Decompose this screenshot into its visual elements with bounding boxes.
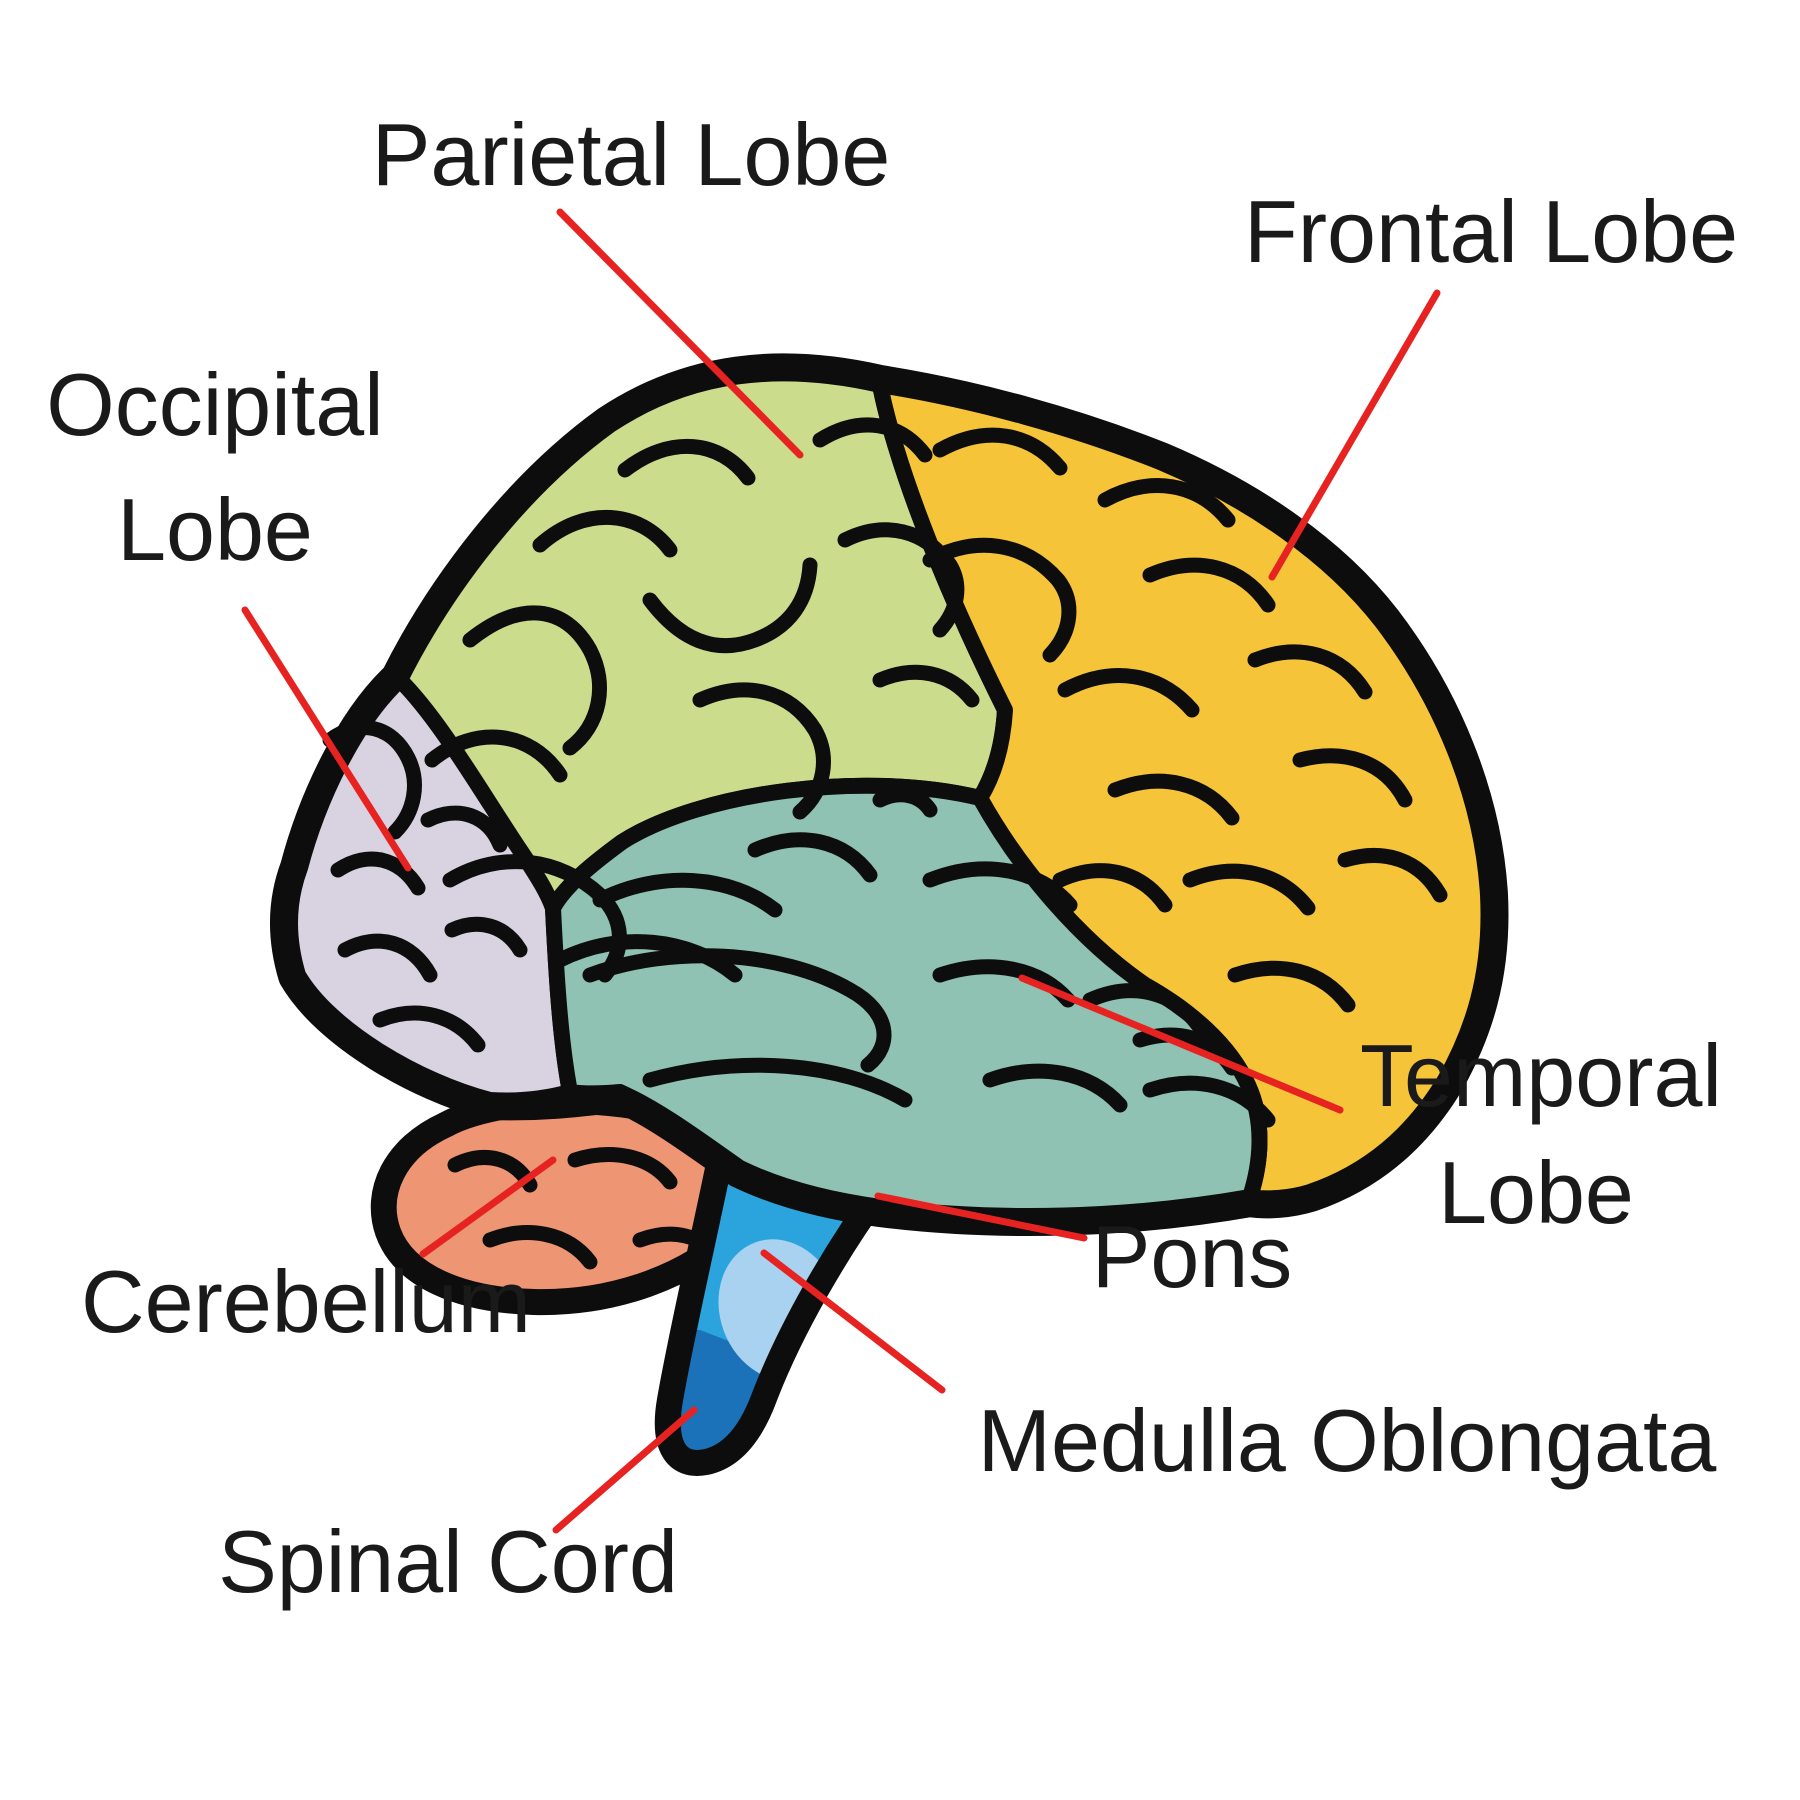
leader-frontal [1268, 289, 1441, 581]
label-medulla-oblongata: Medulla Oblongata [978, 1391, 1717, 1490]
leader-spinal [552, 1406, 698, 1534]
label-pons: Pons [1092, 1207, 1293, 1306]
label-spinal-cord: Spinal Cord [218, 1512, 678, 1611]
label-parietal-lobe: Parietal Lobe [372, 105, 891, 204]
leader-parietal [556, 208, 804, 459]
leader-pons [874, 1192, 1088, 1242]
leader-medulla [760, 1249, 946, 1394]
brainstem-outline [654, 1117, 903, 1476]
leader-cerebellum [419, 1156, 557, 1258]
occipital-sulci [322, 720, 528, 1053]
label-occipital-lobe-line2: Lobe [117, 480, 313, 579]
leader-occipital [241, 606, 412, 872]
label-occipital-lobe-line1: Occipital [46, 355, 383, 454]
parietal-sulci [424, 417, 980, 983]
frontal-sulci [922, 427, 1448, 1128]
label-temporal-lobe-line1: Temporal [1360, 1026, 1722, 1125]
label-temporal-lobe-line2: Lobe [1438, 1143, 1634, 1242]
label-cerebellum: Cerebellum [81, 1252, 531, 1351]
leader-lines [241, 208, 1441, 1534]
leader-temporal [1018, 974, 1344, 1114]
label-frontal-lobe: Frontal Lobe [1244, 182, 1738, 281]
